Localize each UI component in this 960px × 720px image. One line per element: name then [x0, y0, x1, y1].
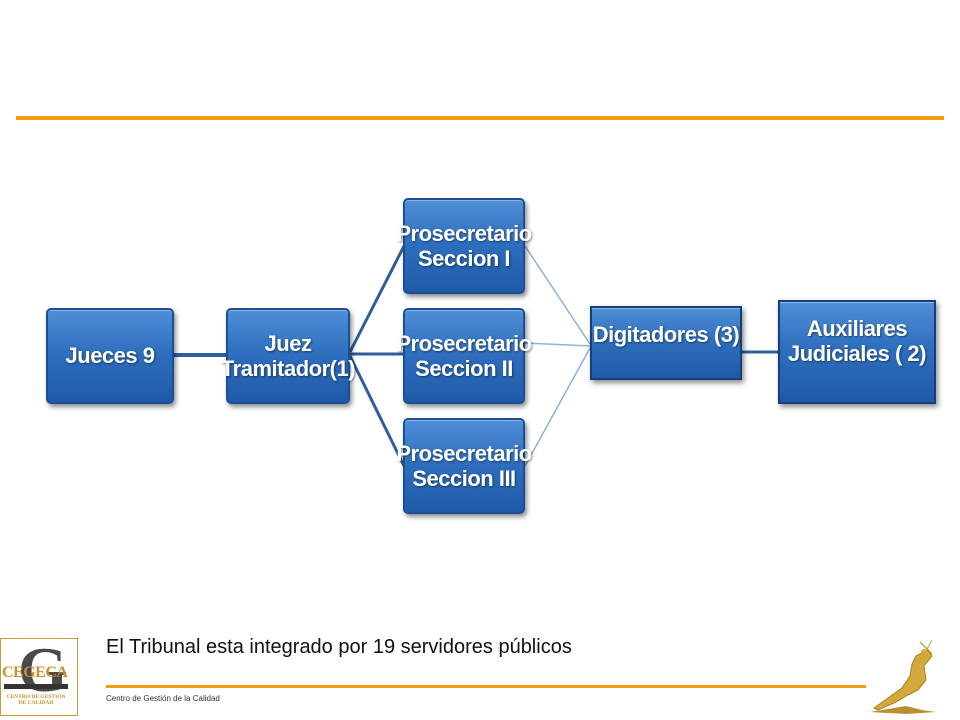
connector-prosec3-digitadores	[524, 347, 591, 467]
node-auxiliares-label: Auxiliares Judiciales ( 2)	[787, 316, 927, 367]
connector-prosec2-digitadores	[524, 342, 591, 347]
node-jueces: Jueces 9	[46, 308, 174, 404]
caption-text: El Tribunal esta integrado por 19 servid…	[106, 636, 572, 658]
cegeca-logo: G CEGECA CENTRO DE GESTIÓN DE CALIDAD	[0, 638, 80, 718]
node-digitadores: Digitadores (3)	[590, 306, 742, 380]
node-prosecretario-1: Prosecretario Seccion I	[396, 198, 532, 294]
bottom-divider	[106, 685, 866, 688]
logo-wordmark: CEGECA	[2, 664, 68, 681]
node-prosec3-label: Prosecretario Seccion III	[396, 440, 532, 491]
node-digitadores-label: Digitadores (3)	[592, 322, 740, 347]
connector-juez-prosec1	[348, 245, 406, 353]
node-auxiliares: Auxiliares Judiciales ( 2)	[778, 300, 936, 404]
node-prosec2-label: Prosecretario Seccion II	[396, 330, 532, 381]
node-prosecretario-2: Prosecretario Seccion II	[396, 308, 532, 404]
node-prosecretario-3: Prosecretario Seccion III	[396, 418, 532, 514]
node-jueces-label: Jueces 9	[65, 343, 155, 369]
footer-text: Centro de Gestión de la Calidad	[106, 694, 220, 703]
connector-juez-prosec3	[348, 355, 406, 467]
justice-statue-icon	[870, 639, 936, 714]
node-juez-label: Juez Tramitador(1)	[220, 330, 356, 381]
top-divider	[16, 116, 944, 120]
logo-subtitle: CENTRO DE GESTIÓN DE CALIDAD	[6, 694, 66, 706]
node-juez-tramitador: Juez Tramitador(1)	[221, 308, 356, 404]
node-prosec1-label: Prosecretario Seccion I	[396, 220, 532, 271]
connector-prosec1-digitadores	[524, 245, 591, 345]
